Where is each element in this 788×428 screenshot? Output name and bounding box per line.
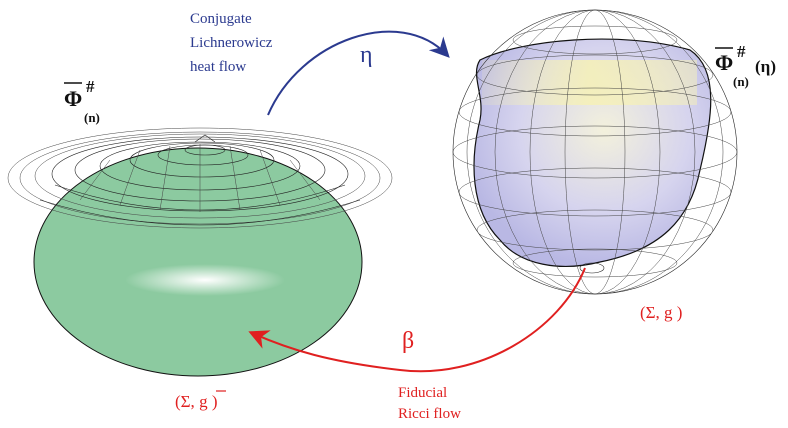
conjugate-flow-label-line1: Conjugate [190,11,252,27]
fiducial-flow-label-line2: Ricci flow [398,406,461,422]
sigma-g-label: (Σ, g ) [640,303,682,322]
sigma-gbar-close: ) [208,392,218,411]
phi-right-superscript: # [737,42,746,61]
phi-right-label: Φ # (n) (η) [715,42,776,89]
left-ellipsoid [7,127,393,377]
phi-left-subscript: (n) [84,110,100,125]
sigma-gbar-open: (Σ, [175,392,199,411]
ellipsoid-highlight [125,264,285,296]
phi-right-symbol: Φ [715,50,733,75]
sigma-gbar-g: g [199,392,208,411]
phi-left-superscript: # [86,77,95,96]
conjugate-flow-label-line3: heat flow [190,59,246,75]
sphere-wireframe [452,9,738,295]
ellipsoid-wireframe [7,127,393,229]
phi-right-argument: (η) [755,57,776,76]
eta-label: η [360,42,373,68]
svg-text:(Σ, g ): (Σ, g ) [175,392,217,411]
phi-right-subscript: (n) [733,74,749,89]
eta-arrow [267,30,450,116]
right-sphere [452,9,738,295]
sigma-gbar-label: (Σ, g ) [175,390,226,411]
fiducial-flow-label-line1: Fiducial [398,385,447,401]
phi-left-label: Φ # (n) [64,77,100,125]
conjugate-flow-label-line2: Lichnerowicz [190,35,273,51]
beta-label: β [402,328,414,354]
phi-left-symbol: Φ [64,86,82,111]
beta-arrow [248,267,586,373]
sphere-yellow-band [482,60,697,105]
ellipsoid-body [33,147,363,377]
